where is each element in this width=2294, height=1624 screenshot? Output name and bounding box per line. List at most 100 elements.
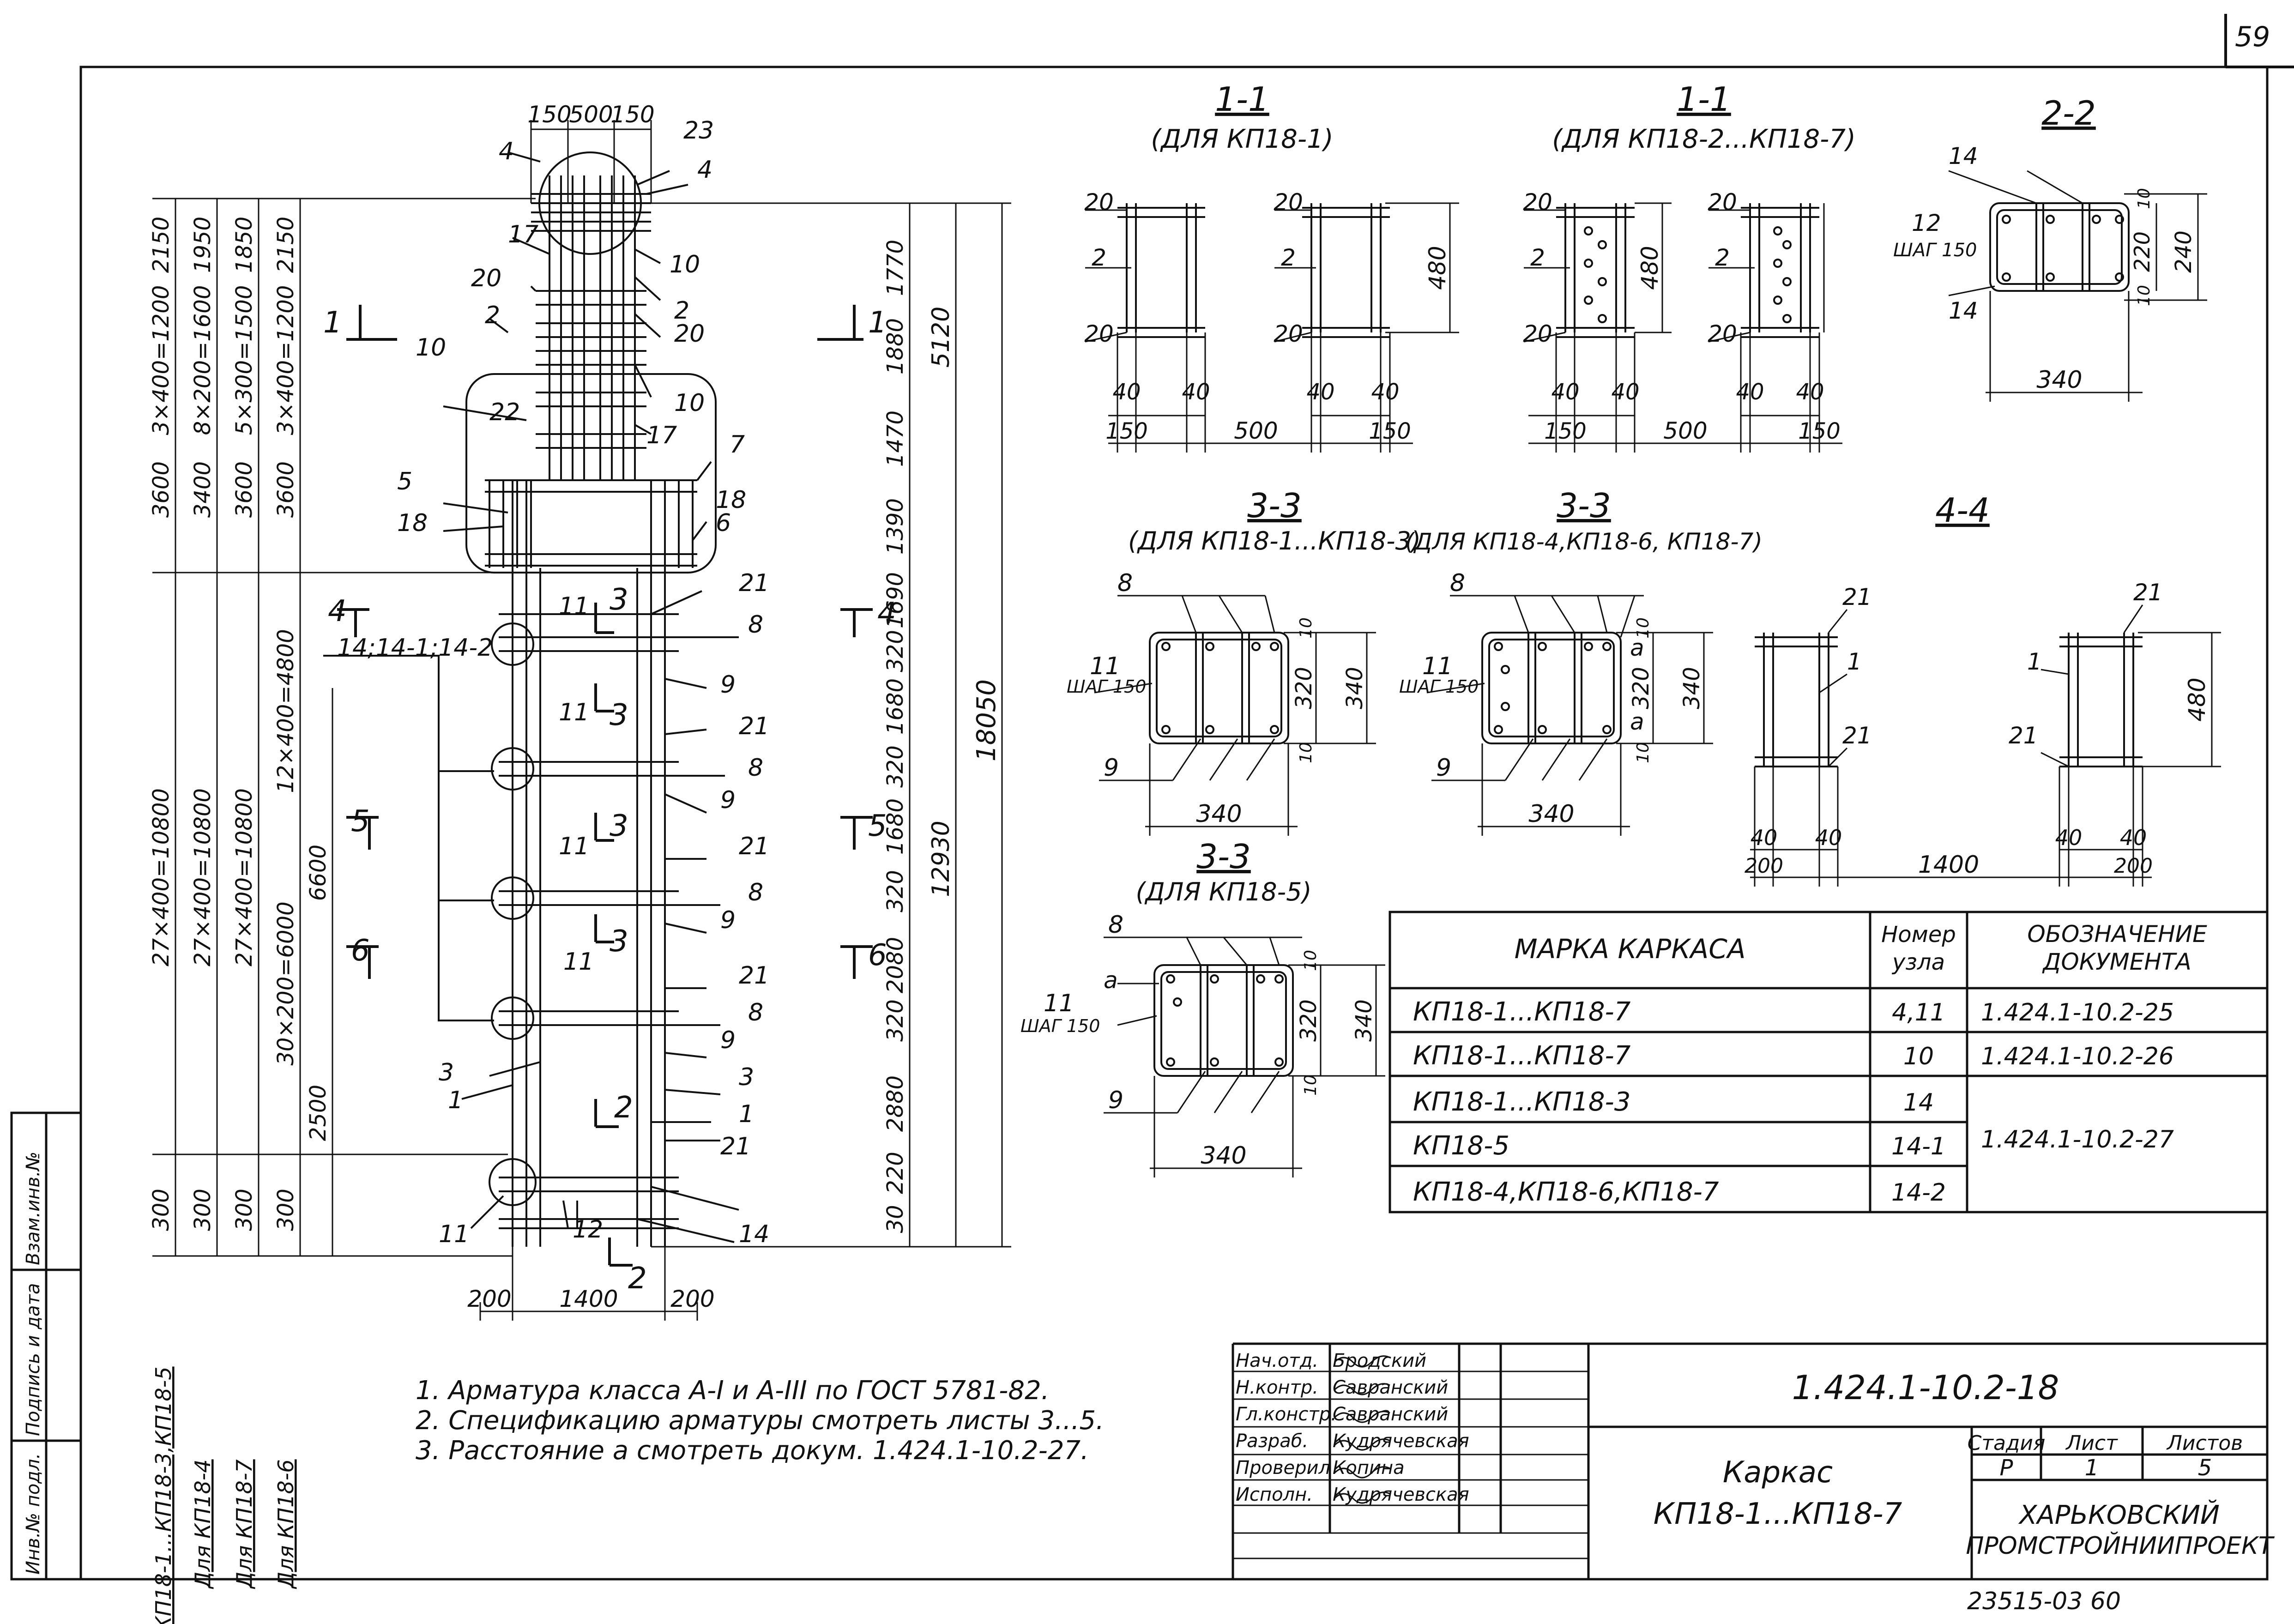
dimension-label: 320 — [882, 630, 908, 672]
position-callout: 20 — [471, 265, 501, 292]
position-callout: 8 — [1117, 569, 1133, 597]
dimension-label: 1880 — [882, 318, 908, 374]
dimension-label: 150 — [527, 101, 571, 128]
section-3-3-kp18-1-3 — [1094, 595, 1376, 836]
dimension-label: 10 — [1301, 1075, 1320, 1096]
section-2-2 — [1948, 170, 2207, 402]
title-block-role: Н.контр. — [1236, 1377, 1318, 1398]
dimension-label: 1400 — [1918, 851, 1979, 879]
document-code: 1.424.1-10.2-18 — [1792, 1368, 2059, 1407]
dimension-label: 40 — [2120, 825, 2147, 850]
dimension-label: 6600 — [305, 845, 331, 901]
position-callout: 11 — [1090, 652, 1120, 680]
dimension-label: 480 — [1636, 246, 1663, 290]
table-header: Номер — [1881, 922, 1956, 948]
position-callout: ШАГ 150 — [1020, 1016, 1100, 1036]
dimension-label: 200 — [2114, 854, 2153, 878]
title-block-role: Проверил — [1236, 1457, 1330, 1479]
section-subtitle: (ДЛЯ КП18-1) — [1151, 124, 1333, 154]
position-callout: 20 — [1708, 320, 1737, 347]
dimension-label: 40 — [1371, 379, 1399, 405]
position-callout: 5 — [397, 468, 412, 495]
dimension-label: 1470 — [882, 411, 908, 467]
dimension-label: 8×200=1600 — [190, 285, 216, 435]
title-block-role: Разраб. — [1236, 1431, 1308, 1452]
position-callout: 9 — [1108, 1087, 1123, 1114]
position-callout: 20 — [674, 320, 705, 348]
dimension-label: 18050 — [972, 679, 1002, 761]
position-callout: 21 — [720, 1133, 751, 1160]
sheet-label: Лист — [2065, 1431, 2118, 1455]
cut-mark-label: 6 — [351, 934, 370, 968]
section-title: 4-4 — [1935, 491, 1990, 530]
section-title: 3-3 — [1247, 486, 1302, 525]
dimension-label: 200 — [670, 1286, 714, 1312]
dimension-label: 2150 — [148, 217, 174, 273]
dimension-label: 200 — [1745, 854, 1783, 878]
position-callout: 3 — [739, 1063, 754, 1091]
position-callout: 22 — [489, 398, 520, 426]
side-stamp-label: Взам.инв.№ — [23, 1152, 44, 1265]
dimension-label: 340 — [1201, 1142, 1246, 1170]
dimension-label: 300 — [231, 1189, 257, 1231]
dimension-label: 340 — [2036, 366, 2082, 394]
position-callout: 7 — [730, 431, 745, 459]
dimension-label: 500 — [569, 101, 613, 128]
dimension-label: 5×300=1500 — [231, 285, 257, 435]
dimension-label: 340 — [1342, 667, 1368, 709]
position-callout: 1 — [739, 1100, 754, 1128]
position-callout: 20 — [1084, 320, 1114, 347]
position-callout: 4 — [697, 156, 712, 184]
position-callout: 14 — [1949, 143, 1978, 169]
title-block-name: Копина — [1333, 1457, 1405, 1479]
cut-mark-label: 2 — [628, 1262, 647, 1296]
sheets-label: Листов — [2166, 1431, 2243, 1455]
note-line: 1. Арматура класса А-I и А-III по ГОСТ 5… — [416, 1376, 1049, 1406]
dimension-label: 1680 — [882, 798, 908, 855]
position-callout: 20 — [1708, 189, 1737, 216]
position-callout: 11 — [559, 699, 589, 726]
position-callout: 8 — [748, 754, 763, 782]
dimension-label: 240 — [2171, 230, 2197, 273]
table-header: узла — [1891, 949, 1945, 975]
position-callout: 6 — [716, 509, 731, 537]
title-block-role: Нач.отд. — [1236, 1350, 1318, 1371]
section-title: 3-3 — [1196, 837, 1251, 876]
section-3-3-kp18-4-6-7 — [1426, 595, 1713, 836]
archive-number: 23515-03 60 — [1967, 1588, 2121, 1615]
dimension-label: 300 — [148, 1189, 174, 1231]
section-1-1-kp18-2-7 — [1523, 202, 1842, 453]
dimension-label: 12×400=4800 — [273, 629, 299, 793]
dimension-label: 2150 — [273, 217, 299, 273]
position-callout: 11 — [1422, 652, 1453, 680]
table-cell-node: 4,11 — [1892, 999, 1945, 1026]
sheet-frame — [79, 66, 2269, 1581]
dimension-label: 30×200=6000 — [273, 901, 299, 1065]
section-subtitle: (ДЛЯ КП18-4,КП18-6, КП18-7) — [1405, 528, 1763, 555]
dimension-label: 27×400=10800 — [148, 788, 174, 966]
cut-mark-label: 2 — [614, 1091, 633, 1125]
position-callout: 2 — [1715, 244, 1730, 271]
dimension-label: 150 — [1369, 418, 1411, 444]
cut-mark-label: 3 — [610, 698, 628, 732]
dimension-label: 10 — [1297, 617, 1316, 639]
dimension-label: 340 — [1528, 800, 1574, 828]
position-callout: 20 — [1523, 189, 1552, 216]
section-title: 1-1 — [1215, 80, 1269, 119]
dimension-label: 340 — [1196, 800, 1242, 828]
dimension-label: 320 — [1296, 999, 1322, 1042]
section-title: 3-3 — [1557, 486, 1611, 525]
position-callout: 10 — [674, 389, 705, 417]
position-callout: 9 — [720, 671, 736, 699]
cut-mark-label: 6 — [868, 938, 887, 972]
dimension-label: 1770 — [882, 240, 908, 296]
section-3-3-kp18-5 — [1104, 936, 1385, 1177]
section-title: 1-1 — [1677, 80, 1731, 119]
dimension-label: 40 — [1182, 379, 1210, 405]
variant-label: Для КП18-6 — [273, 1459, 298, 1589]
cut-mark-label: 4 — [328, 594, 347, 628]
table-cell-node: 14 — [1903, 1089, 1934, 1117]
position-callout: 2 — [1092, 244, 1106, 271]
dimension-label: 320 — [1628, 667, 1654, 709]
dimension-label: 1390 — [882, 498, 908, 555]
